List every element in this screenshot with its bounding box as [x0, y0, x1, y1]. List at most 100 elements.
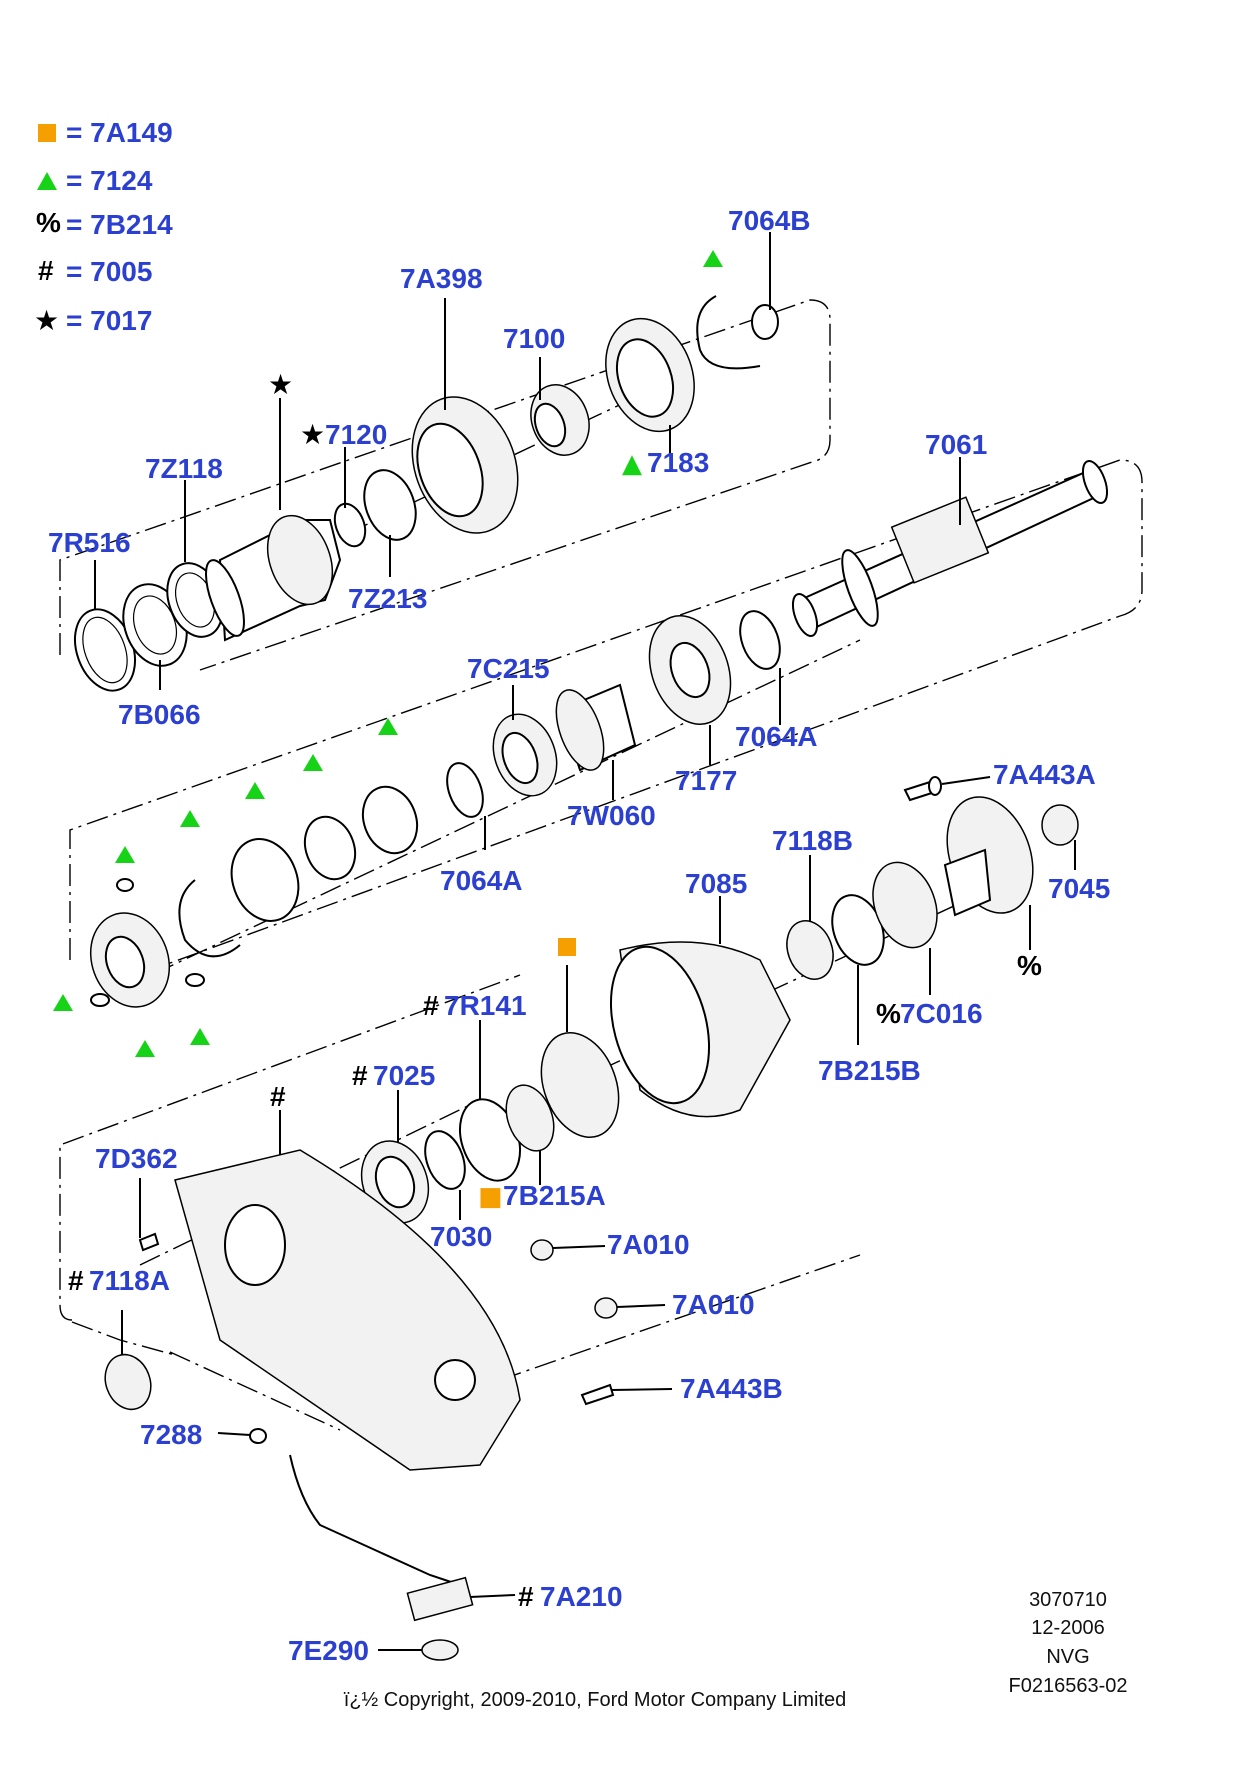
- washer-7288: [249, 1428, 267, 1444]
- label-7A443B: 7A443B: [680, 1373, 783, 1404]
- output-parts: [609, 776, 1079, 1118]
- snap-ring-7064A-lower: [446, 762, 484, 818]
- seal-7B215A: [505, 1084, 555, 1152]
- triangle-marker: [135, 1040, 155, 1057]
- copyright-notice: ï¿½ Copyright, 2009-2010, Ford Motor Com…: [344, 1689, 846, 1711]
- dowel-pin-7D362: [138, 1232, 160, 1252]
- speed-sensor-harness: [289, 1454, 461, 1586]
- label-7B066: 7B066: [118, 699, 201, 730]
- label-7A010-a: 7A010: [607, 1229, 690, 1260]
- mainshaft-splines: [890, 496, 990, 584]
- drawing-number: 3070710: [1029, 1589, 1107, 1611]
- triangle-marker: [53, 994, 73, 1011]
- label-7085: 7085: [685, 868, 747, 899]
- mainshaft-end: [1081, 460, 1109, 504]
- label-7B215B: 7B215B: [818, 1055, 921, 1086]
- leader-7A010-a: [552, 1245, 606, 1249]
- nut-7045: [1041, 804, 1079, 846]
- label-7064A-upper: 7064A: [735, 721, 818, 752]
- assembly-boundaries: [59, 299, 1143, 1431]
- legend-text-7A149: = 7A149: [66, 117, 173, 148]
- label-7183: 7183: [647, 447, 709, 478]
- label-7B215A-prefix: ■: [478, 1182, 503, 1212]
- triangle-marker: [180, 810, 200, 827]
- legend-text-7B214: = 7B214: [66, 209, 173, 240]
- triangle-marker: [303, 754, 323, 771]
- middle-axis: [119, 639, 861, 991]
- legend-square-marker: [38, 124, 56, 142]
- front-case-7005: [174, 1149, 521, 1471]
- label-7025-prefix: #: [352, 1060, 368, 1091]
- label-7064A-lower: 7064A: [440, 865, 523, 896]
- leader-7A443B: [611, 1388, 673, 1391]
- front-case-bore: [224, 1204, 286, 1286]
- drawing-reference: F0216563-02: [1009, 1675, 1128, 1697]
- bearing-7118A: [104, 1353, 152, 1411]
- label-7C016-prefix: %: [876, 998, 901, 1029]
- plug-7A010-b: [594, 1297, 618, 1319]
- small-key: [116, 878, 134, 892]
- label-7288: 7288: [140, 1419, 202, 1450]
- label-7030: 7030: [430, 1221, 492, 1252]
- label-7W060: 7W060: [567, 800, 656, 831]
- legend-text-7017: = 7017: [66, 305, 152, 336]
- label-7045: 7045: [1048, 873, 1110, 904]
- ring-gear-7183-inner: [615, 338, 675, 418]
- mainshaft-front: [791, 593, 819, 637]
- label-7061: 7061: [925, 429, 987, 460]
- leader-7A443A: [941, 776, 991, 785]
- middle-assembly-boundary: [69, 459, 1143, 986]
- middle-row-parts: [89, 610, 781, 1008]
- snap-ring-7064A-upper: [739, 610, 781, 670]
- label-7A443A: 7A443A: [993, 759, 1096, 790]
- triangle-marker: [703, 250, 723, 267]
- hash-marker: #: [270, 1081, 286, 1112]
- shift-gear-hub: [104, 935, 146, 989]
- leader-7288: [217, 1432, 251, 1436]
- companion-flange: [946, 796, 1034, 914]
- label-7Z213: 7Z213: [348, 583, 427, 614]
- synchro-ring-a: [361, 785, 419, 855]
- mainshaft-7061: [791, 460, 1109, 637]
- square-marker: [558, 938, 576, 956]
- legend: = 7A149 = 7124 % = 7B214 # = 7005 ★ = 70…: [34, 117, 173, 336]
- legend-hash-symbol: #: [38, 255, 54, 286]
- plug-7A010-a: [530, 1239, 554, 1261]
- label-7C016: 7C016: [900, 998, 983, 1029]
- leader-lines: [94, 232, 1076, 1651]
- legend-star-symbol: ★: [34, 305, 59, 336]
- input-shaft-end: [205, 559, 245, 637]
- triangle-marker: [190, 1028, 210, 1045]
- label-7100: 7100: [503, 323, 565, 354]
- label-7120-prefix: ★: [300, 419, 325, 450]
- snap-ring-upper: [696, 295, 761, 370]
- triangle-marker: [378, 718, 398, 735]
- label-7118B: 7118B: [772, 825, 853, 856]
- front-case-boss: [434, 1359, 476, 1401]
- legend-text-7005: = 7005: [66, 256, 152, 287]
- bearing-7100-inner: [533, 402, 567, 448]
- upper-row-parts: [74, 295, 779, 692]
- label-7A398: 7A398: [400, 263, 483, 294]
- label-7B215A: 7B215A: [503, 1180, 606, 1211]
- label-7C215: 7C215: [467, 653, 550, 684]
- slinger-7C016: [872, 861, 938, 949]
- oil-pump-7A149: [540, 1032, 620, 1138]
- lower-parts: [104, 1032, 620, 1661]
- callout-labels: 7064B 7A398 7100 ★ 7120 ▲ 7183 7Z118 706…: [48, 205, 1110, 1666]
- label-7A210: 7A210: [540, 1581, 623, 1612]
- synchro-cone: [230, 838, 300, 922]
- label-7120: 7120: [325, 419, 387, 450]
- case-boundary-bottom: [71, 1254, 861, 1431]
- input-shaft-gear: [266, 514, 334, 606]
- label-7E290: 7E290: [288, 1635, 369, 1666]
- bushing-7W060-end: [555, 689, 605, 771]
- shift-key-b: [185, 973, 205, 987]
- bearing-7118B: [786, 920, 834, 980]
- legend-percent-symbol: %: [36, 207, 61, 238]
- part-markers: ★ # %: [53, 250, 1042, 1112]
- triangle-marker: [245, 782, 265, 799]
- leader-7A010-b: [616, 1304, 666, 1308]
- snap-ring-7030: [424, 1130, 466, 1190]
